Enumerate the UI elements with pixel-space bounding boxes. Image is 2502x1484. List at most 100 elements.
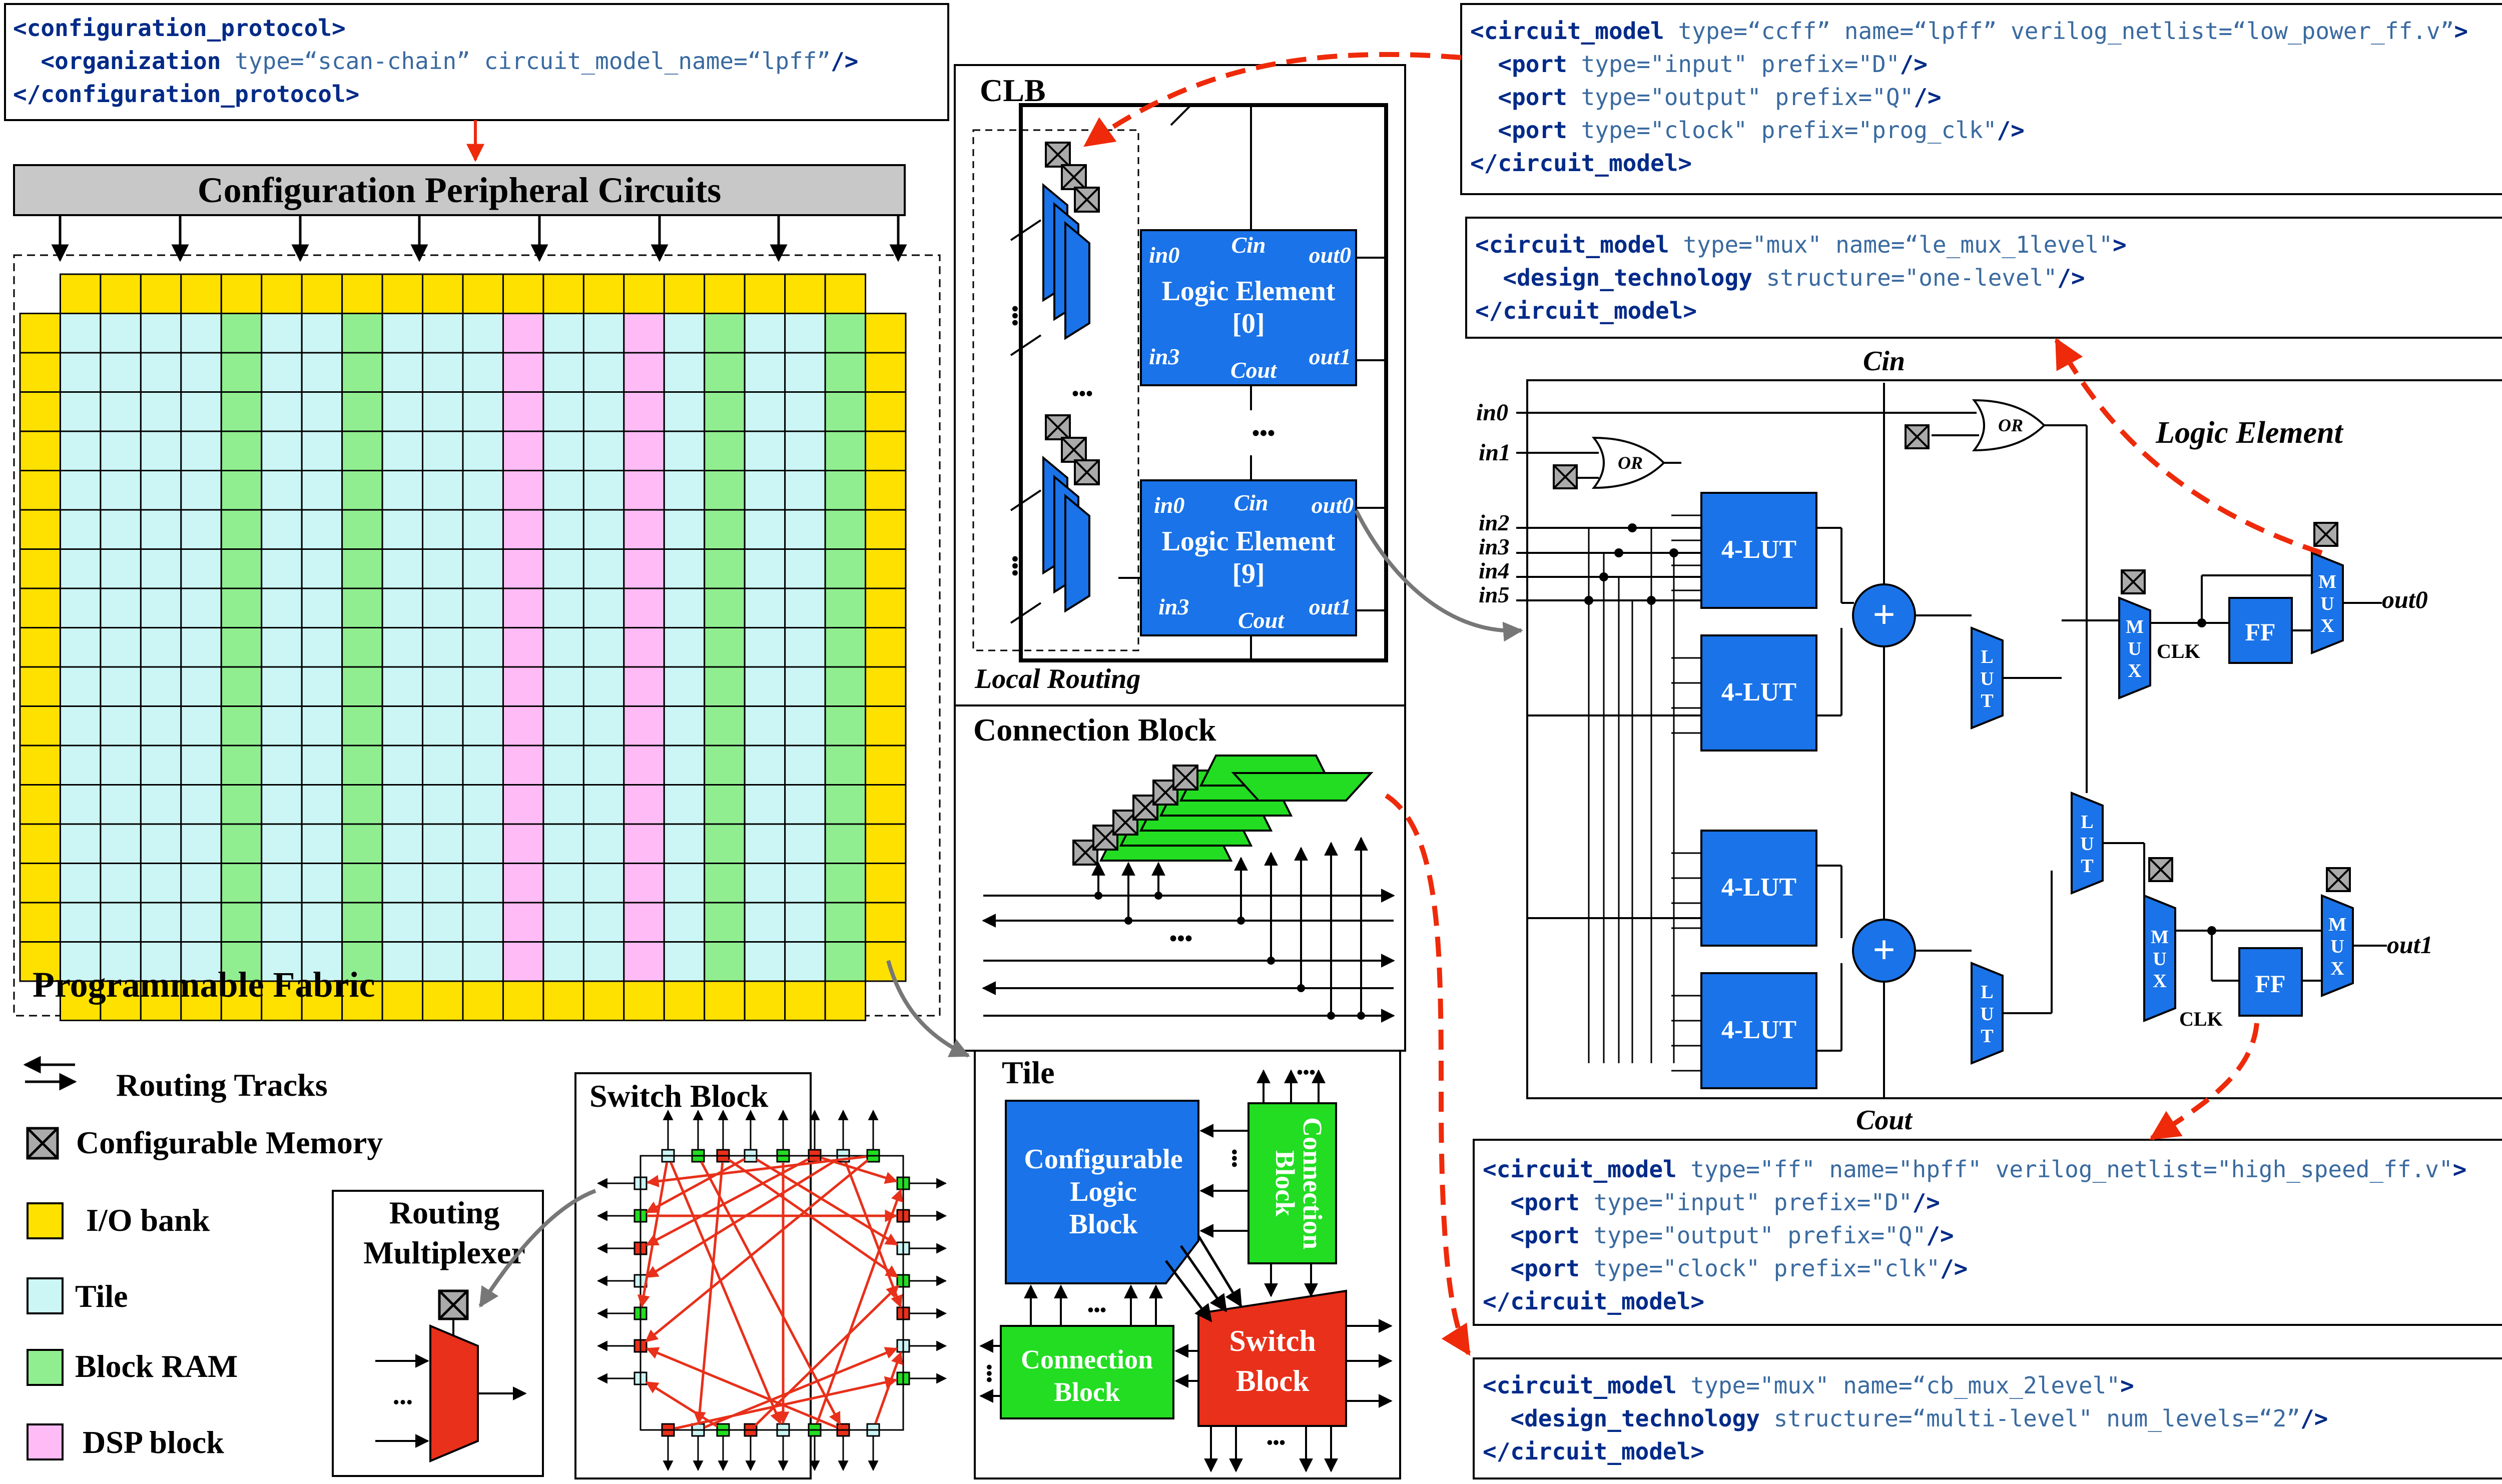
tile-clb-label-2: Logic bbox=[1070, 1176, 1137, 1207]
block-ram-cell bbox=[704, 823, 746, 864]
tile-cell bbox=[663, 509, 706, 550]
tile-cell bbox=[180, 509, 222, 550]
code-attribute: type="mux" name=“le_mux_1level" bbox=[1669, 231, 2113, 258]
lpff-model-code: <circuit_model type=“ccff” name=“lpff” v… bbox=[1460, 3, 2502, 195]
legend-io-bank: I/O bank bbox=[86, 1202, 210, 1238]
tile-cell bbox=[744, 823, 786, 864]
le-mux-model-text: <circuit_model type="mux" name=“le_mux_1… bbox=[1475, 231, 2127, 324]
tile-cell bbox=[784, 666, 826, 707]
tile-cell bbox=[582, 430, 625, 471]
dsp-block-cell bbox=[502, 784, 544, 825]
block-ram-cell bbox=[220, 902, 263, 943]
local-routing-memory-icon bbox=[1045, 414, 1071, 440]
io-bank-cell bbox=[623, 273, 665, 314]
dsp-block-cell bbox=[623, 509, 665, 550]
tile-cell bbox=[100, 823, 142, 864]
block-ram-cell bbox=[341, 587, 383, 628]
block-ram-cell bbox=[824, 666, 867, 707]
tile-cell bbox=[100, 745, 142, 786]
tile-cell bbox=[663, 705, 706, 747]
memory-cell-cross bbox=[2326, 867, 2351, 892]
tile-cell bbox=[422, 784, 464, 825]
block-ram-cell bbox=[704, 352, 746, 393]
tile-cell bbox=[542, 941, 584, 982]
tile-cell bbox=[744, 784, 786, 825]
io-bank-cell bbox=[19, 313, 61, 354]
tile-cell bbox=[301, 863, 343, 904]
junction-dot bbox=[1599, 572, 1608, 581]
tile-cell bbox=[261, 627, 303, 668]
tile-cell bbox=[381, 587, 424, 628]
logic-element-detail: Logic Element Cin Cout in0in1in2in3in4in… bbox=[1476, 346, 2502, 1136]
block-ram-cell bbox=[824, 902, 867, 943]
memory-cell-cross bbox=[1045, 142, 1071, 168]
local-routing-memory-icon bbox=[1061, 164, 1087, 190]
junction-dot bbox=[2197, 618, 2206, 627]
tile-clb-sb-arrow bbox=[1165, 1260, 1212, 1322]
mux-out1-label: M bbox=[2328, 914, 2346, 935]
cb-mux-model-text: <circuit_model type="mux" name=“cb_mux_2… bbox=[1483, 1372, 2328, 1465]
le-out1-label: out1 bbox=[2387, 931, 2433, 959]
tile-cell bbox=[542, 784, 584, 825]
tile-cell bbox=[744, 941, 786, 982]
io-bank-cell bbox=[220, 273, 263, 314]
clb-boundary bbox=[1019, 103, 1388, 662]
tile-arrows bbox=[979, 1069, 1393, 1472]
tile-cell bbox=[462, 352, 504, 393]
tile-cell bbox=[381, 823, 424, 864]
tile-cb-right bbox=[1247, 1102, 1337, 1264]
io-bank-cell bbox=[261, 273, 303, 314]
block-ram-cell bbox=[824, 587, 867, 628]
tile-cell bbox=[582, 666, 625, 707]
code-attribute: type="mux" name=“cb_mux_2level" bbox=[1677, 1372, 2120, 1399]
block-ram-cell bbox=[824, 784, 867, 825]
cb-ellipsis: ••• bbox=[1169, 926, 1192, 951]
code-tag: <port bbox=[1470, 51, 1567, 78]
tile-cell bbox=[422, 470, 464, 511]
tile-clb-sb-arrow bbox=[1179, 1245, 1227, 1312]
tile-cell bbox=[542, 863, 584, 904]
tile-cell bbox=[542, 627, 584, 668]
tile-cell bbox=[100, 784, 142, 825]
small-lut-a bbox=[1971, 626, 2004, 729]
code-attribute: structure=“multi-level" num_levels=“2” bbox=[1760, 1405, 2300, 1432]
tile-cell bbox=[582, 745, 625, 786]
cb-tap-dot bbox=[1094, 892, 1102, 900]
tile-cell bbox=[542, 823, 584, 864]
io-bank-cell bbox=[623, 980, 665, 1021]
cb-tap-dot bbox=[1357, 1012, 1365, 1020]
memory-cell-cross bbox=[1074, 459, 1100, 485]
cb-tap-dot bbox=[1297, 984, 1305, 992]
tile-cell bbox=[59, 941, 102, 982]
routing-mux-ellipsis: ••• bbox=[393, 1392, 413, 1413]
io-bank-cell bbox=[582, 273, 625, 314]
tile-cell bbox=[100, 509, 142, 550]
block-ram-cell bbox=[704, 784, 746, 825]
tile-cell bbox=[140, 666, 182, 707]
io-bank-cell bbox=[865, 470, 907, 511]
config-protocol-text: <configuration_protocol> <organization t… bbox=[13, 15, 858, 108]
legend-dsp-block: DSP block bbox=[83, 1424, 224, 1460]
io-bank-cell bbox=[19, 627, 61, 668]
io-bank-cell bbox=[19, 902, 61, 943]
dsp-block-cell bbox=[502, 863, 544, 904]
tile-cell bbox=[582, 391, 625, 432]
clk-label-1: CLK bbox=[2179, 1008, 2223, 1030]
dsp-block-cell bbox=[623, 470, 665, 511]
lut4-3 bbox=[1700, 972, 1817, 1089]
tile-cell bbox=[59, 470, 102, 511]
tile-clb-sb-arrow bbox=[1197, 1235, 1242, 1307]
fabric-grid bbox=[19, 273, 907, 1021]
tile-cell bbox=[744, 666, 786, 707]
tile-cell bbox=[301, 509, 343, 550]
tile-cell bbox=[744, 313, 786, 354]
tile-cell bbox=[422, 430, 464, 471]
local-routing-memory-icon bbox=[1074, 187, 1100, 213]
code-attribute: type="output" prefix="Q" bbox=[1580, 1222, 1926, 1249]
config-protocol-code: <configuration_protocol> <organization t… bbox=[4, 3, 949, 121]
io-bank-cell bbox=[301, 980, 343, 1021]
code-tag: <port bbox=[1470, 117, 1567, 144]
le9-in3-label: in3 bbox=[1158, 594, 1189, 619]
legend-routing-tracks: Routing Tracks bbox=[116, 1067, 328, 1103]
tile-cell bbox=[140, 470, 182, 511]
